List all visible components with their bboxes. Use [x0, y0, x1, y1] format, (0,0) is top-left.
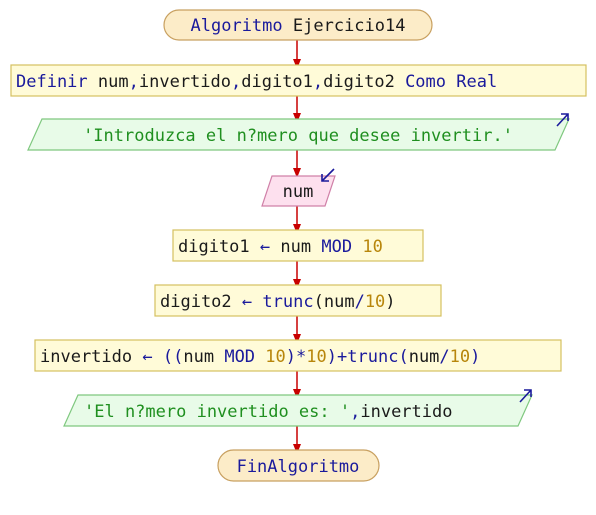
start-keyword: Algoritmo — [191, 16, 283, 36]
svg-text:digito2 ← trunc(num/10): digito2 ← trunc(num/10) — [160, 292, 396, 312]
write1-text: 'Introduzca el n?mero que desee invertir… — [83, 126, 513, 146]
read1-input: num — [261, 168, 336, 207]
write2-output: 'El n?mero invertido es: ',invertido — [63, 389, 533, 427]
define-process: Definir num,invertido,digito1,digito2 Co… — [10, 64, 587, 97]
svg-text:Definir num,invertido,digito1,: Definir num,invertido,digito1,digito2 Co… — [16, 72, 497, 92]
write2-var: invertido — [360, 402, 452, 422]
svg-text:digito1 ← num MOD 10: digito1 ← num MOD 10 — [178, 237, 383, 257]
real-keyword: Real — [456, 72, 497, 92]
svg-text:invertido ← ((num MOD 10)*10)+: invertido ← ((num MOD 10)*10)+trunc(num/… — [40, 347, 480, 367]
write1-output: 'Introduzca el n?mero que desee invertir… — [27, 113, 570, 151]
svg-text:'El n?mero invertido es: ',inv: 'El n?mero invertido es: ',invertido — [84, 402, 452, 422]
read1-text: num — [283, 182, 314, 202]
svg-text:Algoritmo Ejercicio14: Algoritmo Ejercicio14 — [191, 16, 406, 36]
end-text: FinAlgoritmo — [237, 457, 360, 477]
start-terminal: Algoritmo Ejercicio14 — [163, 9, 433, 41]
output-arrow-icon — [556, 113, 569, 127]
write2-string: 'El n?mero invertido es: ' — [84, 402, 350, 422]
output-arrow-icon — [519, 389, 532, 403]
start-name: Ejercicio14 — [293, 16, 406, 36]
assign3-process: invertido ← ((num MOD 10)*10)+trunc(num/… — [34, 339, 562, 372]
assign2-process: digito2 ← trunc(num/10) — [154, 284, 442, 317]
input-arrow-icon — [321, 168, 335, 182]
assign1-process: digito1 ← num MOD 10 — [172, 229, 424, 262]
end-terminal: FinAlgoritmo — [217, 449, 380, 482]
como-keyword: Como — [405, 72, 446, 92]
define-keyword: Definir — [16, 72, 88, 92]
assign-arrow: ← — [260, 237, 270, 257]
